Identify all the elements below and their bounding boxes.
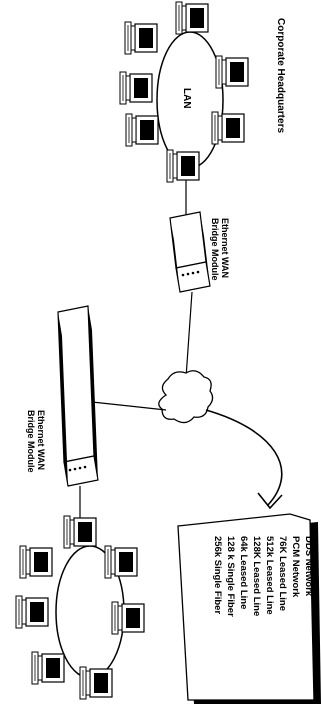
bridge-label-top-line2: Bridge Module xyxy=(210,218,220,281)
wan-cloud-icon xyxy=(159,371,213,423)
bridge-device-top xyxy=(170,212,210,292)
workstation-icon xyxy=(125,22,157,54)
arrow-head-icon xyxy=(258,493,282,508)
cloud-to-bridge-line xyxy=(92,402,166,410)
wan-link-group xyxy=(92,292,282,508)
workstation-icon xyxy=(80,667,112,699)
workstation-icon xyxy=(105,546,137,578)
workstation-icon xyxy=(216,56,248,88)
arrow-to-options xyxy=(206,410,282,505)
workstation-icon xyxy=(32,652,64,684)
bridge-label-top-line1: Ethernet WAN xyxy=(220,218,230,278)
wan-option: PCM Network xyxy=(290,536,301,598)
wan-option: 64k Leased Line xyxy=(238,536,249,609)
workstation-icon xyxy=(176,2,208,34)
lan-label: LAN xyxy=(181,88,192,109)
workstation-icon xyxy=(16,596,48,628)
workstation-icon xyxy=(120,72,152,104)
workstation-icon xyxy=(112,602,144,634)
wan-option: 128 k Single Fiber xyxy=(225,536,236,617)
wan-option: DDS Network xyxy=(303,536,314,597)
workstation-icon xyxy=(212,112,244,144)
wan-options-box: DDS Network PCM Network 76K Leased Line … xyxy=(178,514,321,704)
branch-site-group: Ethernet WAN Bridge Module xyxy=(16,306,144,699)
site-title: Corporate Headquarters xyxy=(275,18,286,133)
bridge-label-bottom: Ethernet WAN Bridge Module xyxy=(26,410,46,473)
bridge-label-top: Ethernet WAN Bridge Module xyxy=(210,218,230,281)
workstation-icon xyxy=(64,516,96,548)
bridge-label-bottom-line2: Bridge Module xyxy=(26,410,36,473)
workstation-icon xyxy=(167,150,199,182)
workstation-icon xyxy=(20,546,52,578)
corporate-headquarters-group: Corporate Headquarters LAN Ethernet WAN … xyxy=(120,2,286,292)
wan-option: 128K Leased Line xyxy=(251,536,262,616)
wan-option: 512k Leased Line xyxy=(264,536,275,615)
bridge-device-bottom xyxy=(58,306,98,486)
wan-option: 256k Single Fiber xyxy=(212,536,223,614)
workstation-icon xyxy=(126,114,158,146)
bridge-label-bottom-line1: Ethernet WAN xyxy=(36,410,46,470)
wan-option: 76K Leased Line xyxy=(277,536,288,611)
